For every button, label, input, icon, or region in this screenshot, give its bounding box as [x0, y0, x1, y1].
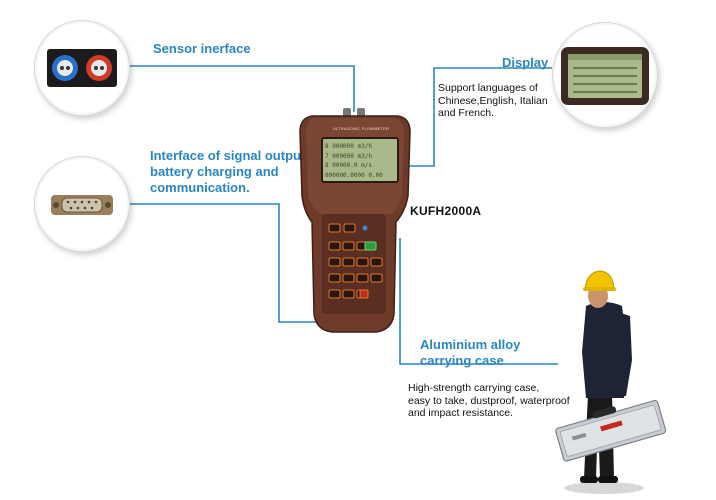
worker-arm [618, 312, 632, 396]
signal-connector-line [128, 203, 323, 323]
key-down [370, 273, 383, 283]
display-text-line-3: and French. [438, 107, 495, 119]
case-text-line-3: and impact resistance. [408, 407, 514, 419]
key-enter [343, 223, 356, 233]
key-3 [356, 273, 369, 283]
case-connector-line [399, 238, 558, 365]
signal-title-line-1: Interface of signal output, [150, 148, 309, 163]
key-1 [328, 273, 341, 283]
signal-interface-circle [34, 156, 130, 252]
sensor-interface-title: Sensor inerface [153, 41, 251, 56]
display-title: Display [502, 55, 549, 70]
key-green [364, 241, 377, 251]
key-6 [356, 257, 369, 267]
worker-shoe-left [580, 476, 598, 483]
helmet-icon [584, 270, 615, 290]
case-label [600, 420, 623, 432]
key-8 [342, 241, 355, 251]
sensor-connector-line [122, 65, 355, 112]
sensor-connectors-image [47, 49, 117, 87]
display-connector-line [404, 67, 552, 167]
device-model-label: KUFH2000A [410, 204, 482, 218]
screen-line-1: 8 000000 m3/h [325, 143, 372, 150]
aluminium-case [555, 399, 667, 462]
signal-interface-title: Interface of signal output, battery char… [150, 148, 309, 196]
db9-connector-image [51, 195, 113, 215]
signal-title-line-3: communication. [150, 180, 250, 195]
key-5 [342, 257, 355, 267]
status-led [362, 225, 368, 231]
display-description: Support languages of Chinese,English, It… [438, 82, 548, 120]
key-2 [342, 273, 355, 283]
device-screen [321, 137, 399, 183]
device-top-connector-left [343, 108, 351, 116]
screen-line-3: 8 00000.0 m/s [325, 162, 372, 169]
display-text-line-1: Support languages of [438, 82, 538, 94]
key-up [370, 257, 383, 267]
case-handle [592, 406, 617, 419]
worker-shoe-right [598, 476, 618, 483]
case-title: Aluminium alloy carrying case [420, 337, 520, 369]
helmet-brim [583, 287, 616, 291]
device-header-label: ULTRASONIC FLOWMETER [332, 126, 390, 131]
signal-title-line-2: battery charging and [150, 164, 279, 179]
display-circle [552, 22, 658, 128]
key-7 [328, 241, 341, 251]
display-closeup-image [561, 47, 649, 105]
case-description: High-strength carrying case, easy to tak… [408, 382, 570, 420]
key-red [359, 289, 369, 299]
case-title-line-2: carrying case [420, 353, 504, 368]
device-screen-text: 8 000000 m3/h 7 000000 m3/h 8 00000.0 m/… [325, 142, 395, 180]
display-text-line-2: Chinese,English, Italian [438, 94, 548, 107]
screen-line-4: 000000.0000 0.00 [325, 171, 383, 179]
device-top-connector-right [357, 108, 365, 116]
case-text-line-2: easy to take, dustproof, waterproof [408, 394, 570, 407]
worker-jacket [582, 302, 628, 398]
key-menu [328, 223, 341, 233]
screen-line-2: 7 000000 m3/h [325, 152, 372, 160]
sensor-interface-circle [34, 20, 130, 116]
key-0 [328, 289, 341, 299]
case-text-line-1: High-strength carrying case, [408, 382, 540, 394]
key-4 [328, 257, 341, 267]
key-dot [342, 289, 355, 299]
case-title-line-1: Aluminium alloy [420, 337, 521, 352]
